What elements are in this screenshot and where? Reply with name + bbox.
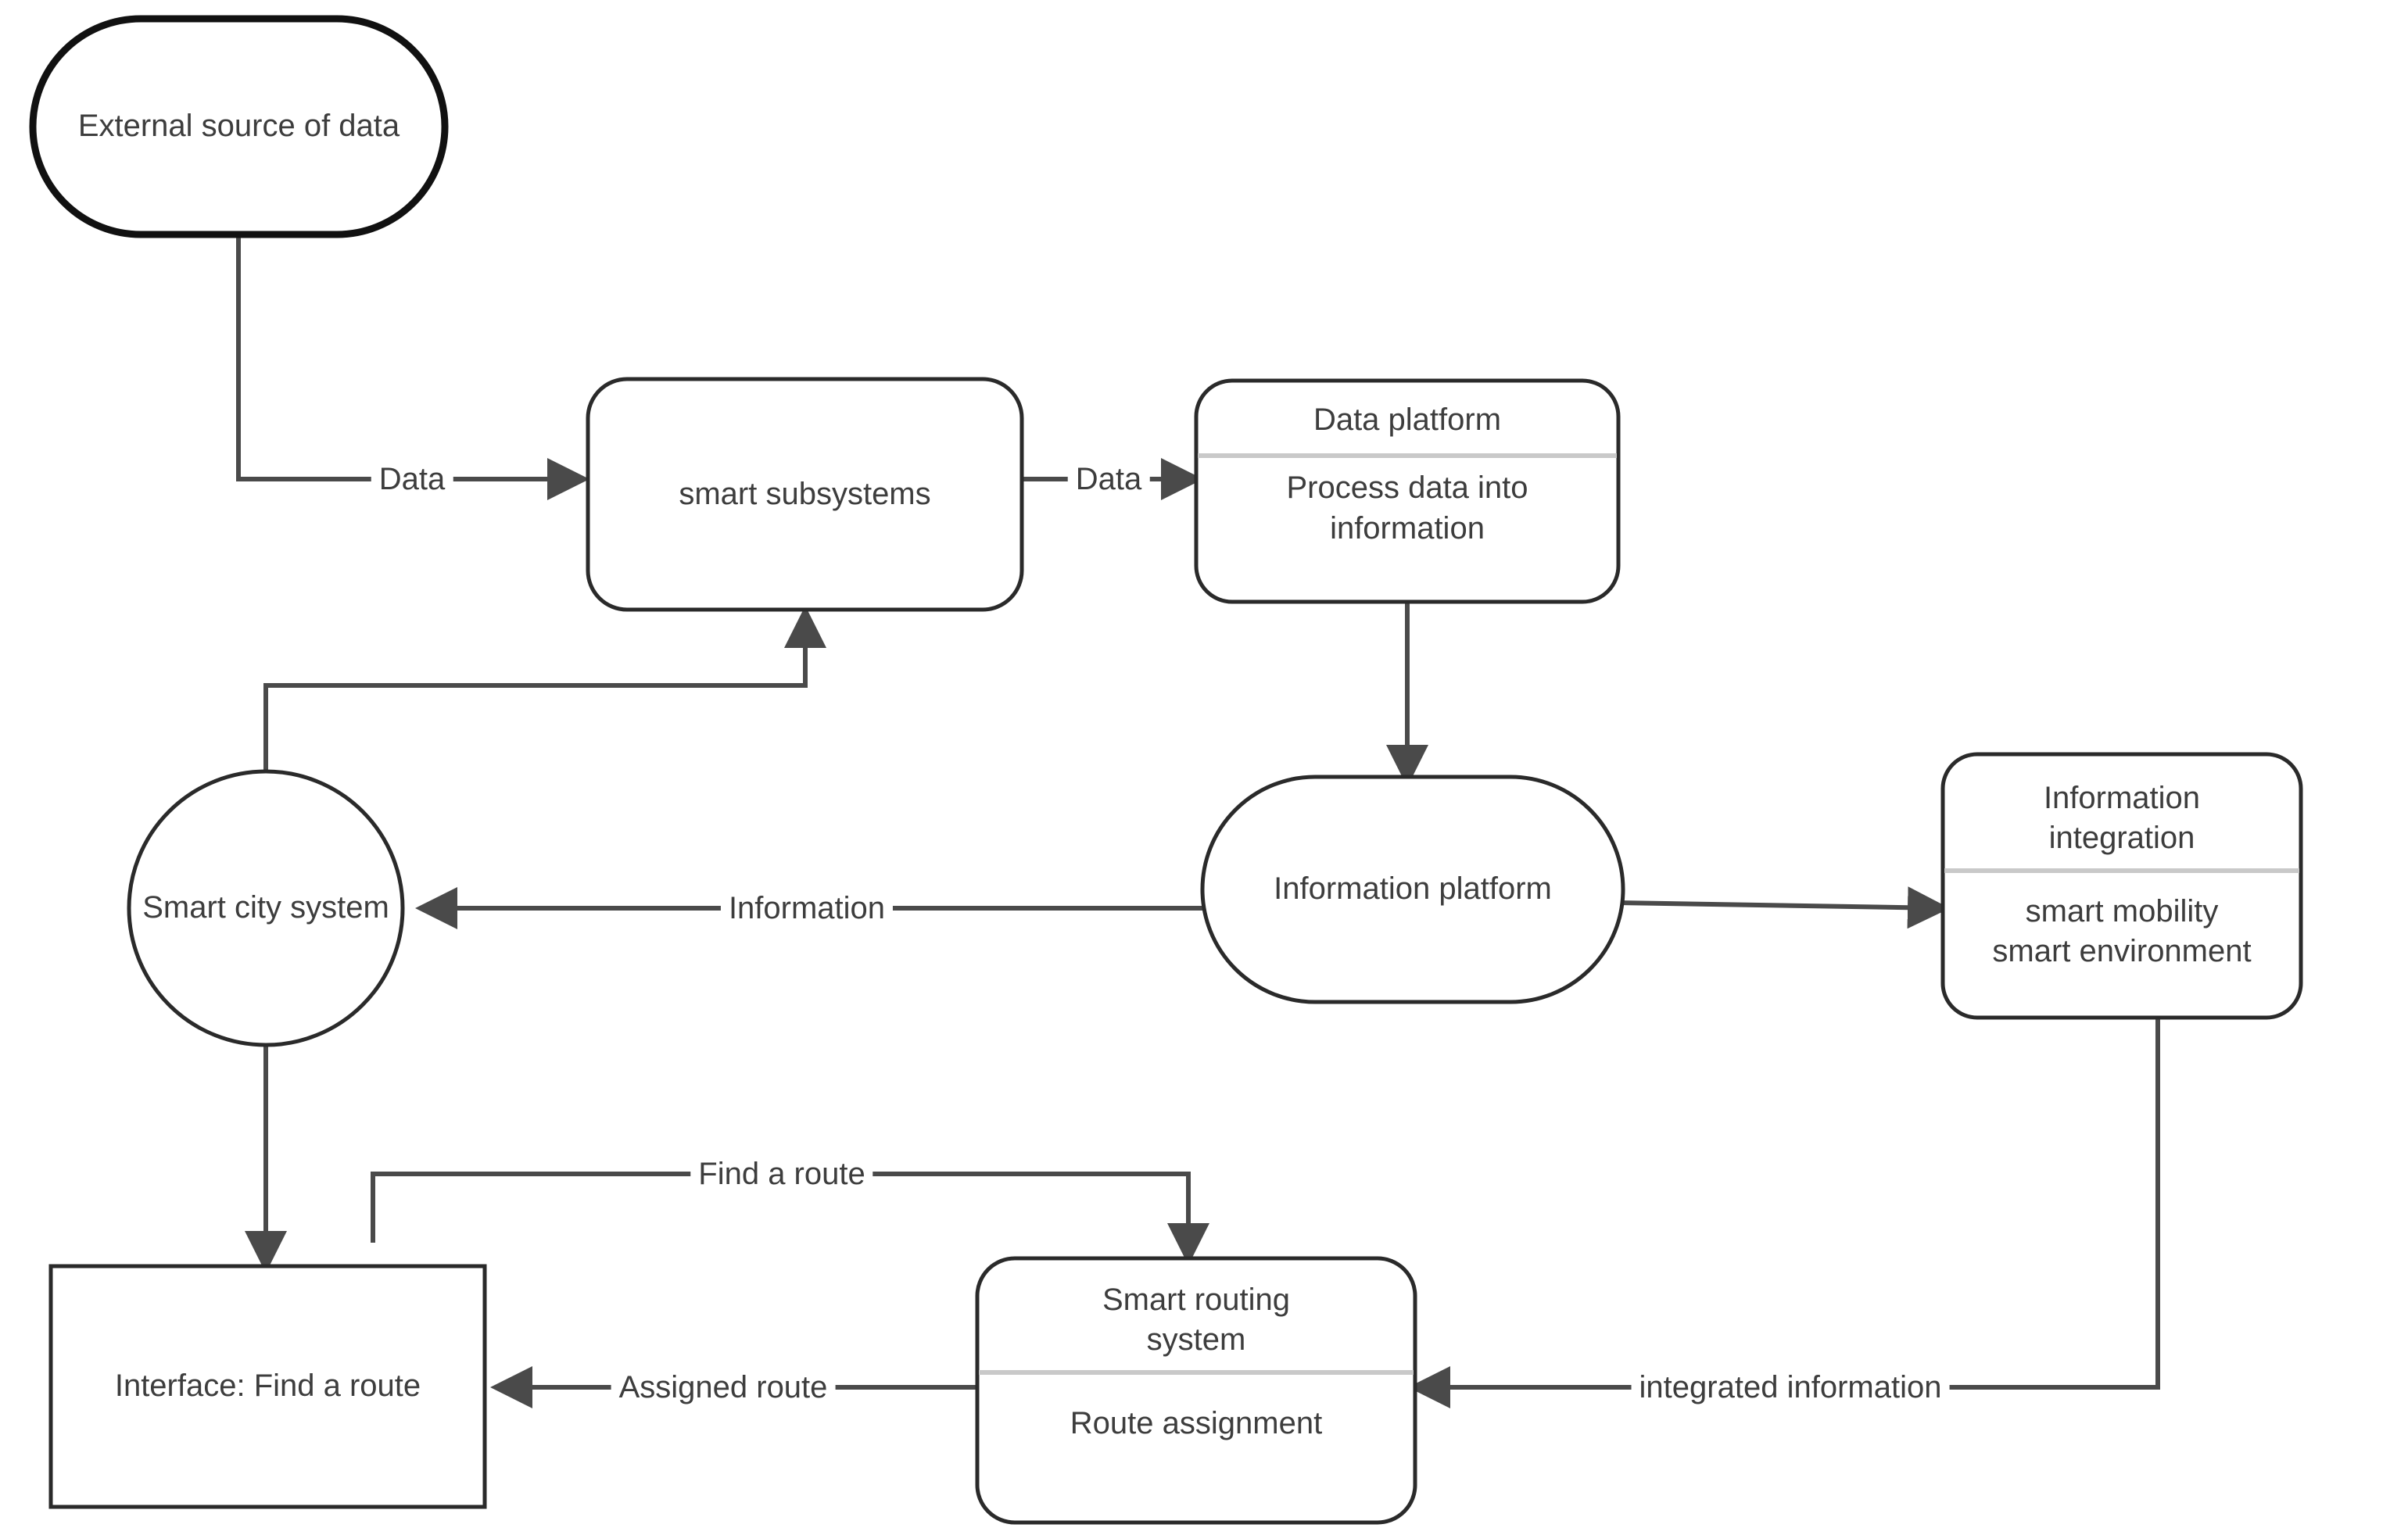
node-information-integration[interactable]: [1940, 752, 2303, 1020]
node-external-source[interactable]: [29, 15, 449, 238]
edge-city-to-subsystems: [263, 606, 826, 793]
node-interface-find-a-route[interactable]: [48, 1264, 487, 1509]
edge-label-integrated-information: integrated information: [1631, 1369, 1950, 1406]
edge-integration: [1618, 886, 1950, 929]
node-data-platform[interactable]: [1194, 378, 1621, 604]
node-information-platform[interactable]: [1200, 775, 1625, 1004]
edge-label-information: Information: [720, 889, 894, 927]
node-smart-routing-system[interactable]: [975, 1256, 1417, 1525]
edge-label-assigned-route: Assigned route: [611, 1369, 836, 1406]
edge-label-data-2: Data: [1067, 460, 1150, 498]
node-smart-city-system[interactable]: [127, 769, 405, 1047]
edge-label-data-1: Data: [371, 460, 453, 498]
edge-label-find-a-route: Find a route: [690, 1155, 873, 1193]
edge-integrated-information: [1408, 1016, 2160, 1408]
edge-data-1: [236, 234, 589, 500]
node-smart-subsystems[interactable]: [586, 377, 1024, 612]
